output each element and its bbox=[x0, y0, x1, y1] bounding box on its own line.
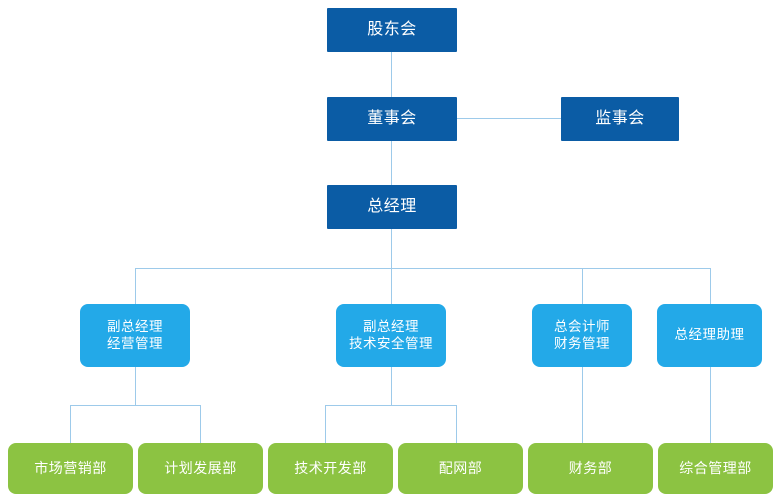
node-board-label: 董事会 bbox=[367, 110, 417, 128]
node-dept-general-admin-label: 综合管理部 bbox=[679, 459, 752, 476]
node-dept-marketing-label: 市场营销部 bbox=[34, 459, 107, 476]
node-supervisors-label: 监事会 bbox=[595, 110, 645, 128]
connector-deputy-gm-operations-stem bbox=[135, 367, 136, 406]
connector-deputy-gm-technical-stem bbox=[391, 367, 392, 406]
node-shareholders-label: 股东会 bbox=[367, 21, 417, 39]
node-dept-general-admin[interactable]: 综合管理部 bbox=[658, 443, 773, 494]
node-gm-assistant[interactable]: 总经理助理 bbox=[657, 304, 762, 367]
node-chief-accountant-label: 总会计师 财务管理 bbox=[554, 319, 610, 351]
node-dept-planning[interactable]: 计划发展部 bbox=[138, 443, 263, 494]
node-general-manager-label: 总经理 bbox=[367, 198, 417, 216]
connector-shareholders-to-board bbox=[391, 52, 392, 101]
connector-general-manager-stem bbox=[391, 229, 392, 269]
connector-level2-bus bbox=[135, 268, 711, 269]
connector-group2-to-dept-distribution bbox=[456, 405, 457, 443]
connector-group1-to-dept-marketing bbox=[70, 405, 71, 443]
connector-board-to-supervisors bbox=[457, 118, 561, 119]
connector-bus-to-chief-accountant bbox=[582, 268, 583, 304]
connector-group2-bus bbox=[325, 405, 456, 406]
node-dept-finance[interactable]: 财务部 bbox=[528, 443, 653, 494]
node-dept-planning-label: 计划发展部 bbox=[164, 459, 237, 476]
node-dept-tech-dev[interactable]: 技术开发部 bbox=[268, 443, 393, 494]
node-deputy-gm-operations[interactable]: 副总经理 经营管理 bbox=[80, 304, 190, 367]
node-dept-tech-dev-label: 技术开发部 bbox=[294, 459, 367, 476]
node-deputy-gm-technical[interactable]: 副总经理 技术安全管理 bbox=[336, 304, 446, 367]
node-supervisors[interactable]: 监事会 bbox=[561, 97, 679, 141]
node-dept-distribution-label: 配网部 bbox=[438, 459, 483, 476]
connector-bus-to-deputy-gm-operations bbox=[135, 268, 136, 304]
connector-gm-assistant-to-dept-general-admin bbox=[710, 367, 711, 443]
node-board[interactable]: 董事会 bbox=[327, 97, 457, 141]
connector-group2-to-dept-tech-dev bbox=[325, 405, 326, 443]
connector-group1-to-dept-planning bbox=[200, 405, 201, 443]
node-dept-finance-label: 财务部 bbox=[568, 459, 613, 476]
node-shareholders[interactable]: 股东会 bbox=[327, 8, 457, 52]
connector-bus-to-deputy-gm-technical bbox=[391, 268, 392, 304]
node-dept-marketing[interactable]: 市场营销部 bbox=[8, 443, 133, 494]
node-chief-accountant[interactable]: 总会计师 财务管理 bbox=[532, 304, 632, 367]
node-deputy-gm-technical-label: 副总经理 技术安全管理 bbox=[349, 319, 433, 351]
connector-chief-accountant-to-dept-finance bbox=[582, 367, 583, 443]
connector-bus-to-gm-assistant bbox=[710, 268, 711, 304]
node-deputy-gm-operations-label: 副总经理 经营管理 bbox=[107, 319, 163, 351]
node-gm-assistant-label: 总经理助理 bbox=[674, 327, 745, 343]
node-general-manager[interactable]: 总经理 bbox=[327, 185, 457, 229]
connector-board-to-general-manager bbox=[391, 141, 392, 185]
node-dept-distribution[interactable]: 配网部 bbox=[398, 443, 523, 494]
connector-group1-bus bbox=[70, 405, 201, 406]
